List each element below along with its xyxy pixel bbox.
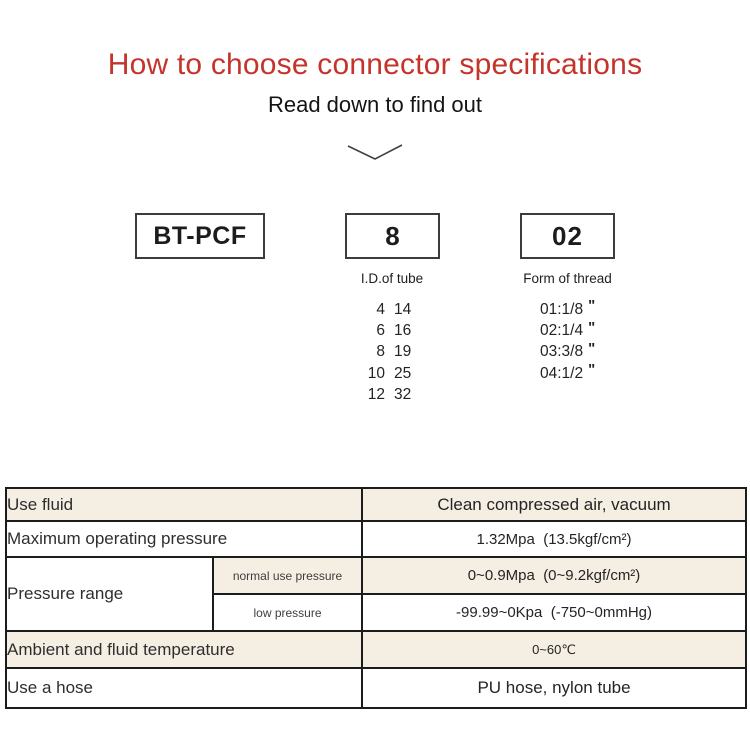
inch-mark: " (588, 361, 596, 379)
table-row: Ambient and fluid temperature 0~60℃ (4, 630, 748, 669)
thread-form-value: 03:3/8 (540, 343, 584, 361)
tube-size-list: 4 14 6 16 8 19 10 25 12 32 (358, 299, 424, 406)
thread-code-label: 02 (552, 220, 583, 251)
tube-od-value: 19 (394, 343, 412, 361)
tube-size-code-box: 8 (345, 213, 440, 259)
thread-form-list: 01:1/8 " 02:1/4 " 03:3/8 " 04:1/2 " (540, 297, 596, 385)
tube-id-value: 10 (367, 364, 385, 382)
thread-form-value: 02:1/4 (540, 322, 584, 340)
tube-id-caption: I.D.of tube (360, 271, 424, 286)
max-pressure-value: 1.32Mpa (13.5kgf/cm²) (361, 520, 748, 558)
tube-size-row: 12 32 (358, 385, 424, 406)
inch-mark: " (588, 297, 596, 315)
table-row: Use fluid Clean compressed air, vacuum (4, 487, 748, 522)
thread-form-value: 04:1/2 (540, 364, 584, 382)
model-code-box: BT-PCF (135, 213, 265, 259)
thread-form-item: 02:1/4 " (540, 318, 596, 341)
chevron-down-icon (347, 144, 403, 160)
tube-od-value: 25 (394, 364, 412, 382)
low-pressure-value: -99.99~0Kpa (-750~0mmHg) (361, 593, 748, 632)
model-code-label: BT-PCF (153, 221, 247, 250)
thread-form-value: 01:1/8 (540, 300, 584, 318)
page-subtitle: Read down to find out (267, 92, 483, 117)
max-pressure-label: Maximum operating pressure (4, 520, 364, 558)
temperature-label: Ambient and fluid temperature (4, 630, 364, 669)
thread-code-box: 02 (520, 213, 615, 259)
tube-size-row: 8 19 (358, 342, 424, 363)
tube-od-value: 16 (394, 322, 412, 340)
thread-form-item: 01:1/8 " (540, 297, 596, 320)
use-fluid-value: Clean compressed air, vacuum (361, 487, 748, 522)
thread-form-item: 04:1/2 " (540, 361, 596, 384)
tube-id-value: 8 (376, 343, 385, 361)
page-title: How to choose connector specifications (107, 48, 643, 81)
thread-form-caption: Form of thread (523, 271, 612, 286)
inch-mark: " (588, 339, 596, 357)
low-pressure-label: low pressure (211, 593, 364, 632)
tube-size-row: 10 25 (358, 363, 424, 384)
tube-size-code-label: 8 (385, 220, 400, 251)
hose-value: PU hose, nylon tube (361, 667, 748, 709)
spec-table: Use fluid Clean compressed air, vacuum M… (4, 487, 748, 709)
normal-pressure-value: 0~0.9Mpa (0~9.2kgf/cm²) (361, 556, 748, 595)
tube-size-row: 4 14 (358, 299, 424, 320)
tube-id-value: 4 (376, 300, 385, 318)
use-fluid-label: Use fluid (4, 487, 364, 522)
table-row: low pressure -99.99~0Kpa (-750~0mmHg) (6, 593, 748, 632)
tube-id-value: 6 (376, 322, 385, 340)
table-row: Use a hose PU hose, nylon tube (4, 667, 748, 709)
pressure-range-label: Pressure range (5, 556, 214, 632)
thread-form-item: 03:3/8 " (540, 339, 596, 363)
tube-od-value: 32 (394, 386, 412, 404)
tube-id-value: 12 (367, 386, 385, 404)
hose-label: Use a hose (4, 667, 364, 709)
normal-pressure-label: normal use pressure (211, 556, 364, 595)
inch-mark: " (588, 318, 596, 336)
tube-od-value: 14 (394, 300, 412, 318)
tube-size-row: 6 16 (358, 320, 424, 341)
table-row: Maximum operating pressure 1.32Mpa (13.5… (4, 520, 748, 558)
table-row: Pressure range normal use pressure 0~0.9… (5, 556, 748, 632)
temperature-value: 0~60℃ (361, 630, 748, 669)
